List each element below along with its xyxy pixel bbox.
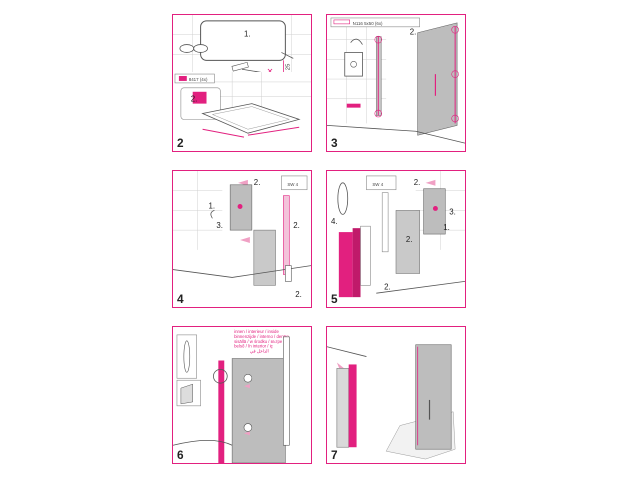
step-number-4: 4 <box>177 292 184 306</box>
inside-line-5: الداخل في <box>250 349 269 354</box>
label-5a: 2. <box>414 178 421 187</box>
label-5d: 2. <box>406 235 413 244</box>
inside-line-1: innen / interieur / inside <box>234 329 279 334</box>
step-number-7: 7 <box>331 448 338 462</box>
glass-panel-6 <box>231 358 286 463</box>
label-5b: 3. <box>449 207 456 216</box>
label-4c: 3. <box>216 221 223 230</box>
dim-25: 25 <box>285 63 291 70</box>
label-4f: 2. <box>295 290 302 299</box>
panel-step-7: 7 <box>326 326 466 464</box>
shower-valve <box>344 52 363 77</box>
basin-outline <box>200 20 286 61</box>
label-5f: 2. <box>384 282 391 291</box>
label-4d: 2. <box>293 221 300 230</box>
magenta-profile-7 <box>348 364 357 448</box>
step-mark-3: 2. <box>410 28 417 37</box>
label-5e: 4. <box>331 217 338 226</box>
part-n116: N116 5x50 (6x) <box>353 21 383 26</box>
inside-line-2: binnenzijde / interno / dentro <box>234 334 289 339</box>
panel-step-3: N116 5x50 (6x) 2. 3 <box>326 14 466 152</box>
step-number-3: 3 <box>331 136 338 150</box>
tool-sw4-a: SW 4 <box>287 182 298 187</box>
panel-7-illustration: 7 <box>327 344 456 462</box>
panel-5-illustration: SW 4 2. 3. 1. 2. 4. 2. 5 <box>331 171 465 306</box>
label-4a: 2. <box>254 178 261 187</box>
inside-line-3: sisällä / w środku / вътре <box>234 339 283 344</box>
panel-step-5: SW 4 2. 3. 1. 2. 4. 2. 5 <box>326 170 466 308</box>
step-number-2: 2 <box>177 136 184 150</box>
label-5c: 1. <box>443 223 450 232</box>
panel-step-4: SW 4 2. 1. 3. 2. 2. 2. 4 <box>172 170 312 308</box>
glass-door-7 <box>415 344 452 450</box>
panel-step-6: innen / interieur / inside binnenzijde /… <box>172 326 312 464</box>
step-number-5: 5 <box>331 292 338 306</box>
shower-tray <box>201 103 301 134</box>
step-mark-1: 1. <box>244 30 251 39</box>
part-8417: 8417 (4x) <box>189 77 208 82</box>
inside-line-4: belső / în interior / iç <box>234 344 274 349</box>
svg-text:✕: ✕ <box>267 67 274 76</box>
panel-step-2: 8417 (4x) 2. 2 <box>172 72 312 152</box>
panel-6-illustration: innen / interieur / inside binnenzijde /… <box>173 329 290 463</box>
magenta-profile-6 <box>218 360 225 463</box>
magenta-profile <box>338 232 353 298</box>
door-panel <box>417 22 458 136</box>
tool-sw4-b: SW 4 <box>372 182 383 187</box>
panel-4-illustration: SW 4 2. 1. 3. 2. 2. 2. 4 <box>173 171 311 306</box>
step-mark-2: 2. <box>191 95 198 104</box>
label-4b: 1. <box>208 201 215 210</box>
panel-2-illustration: 8417 (4x) 2. 2 <box>174 72 311 150</box>
panel-3-illustration: N116 5x50 (6x) 2. 3 <box>327 17 465 150</box>
step-number-6: 6 <box>177 448 184 462</box>
